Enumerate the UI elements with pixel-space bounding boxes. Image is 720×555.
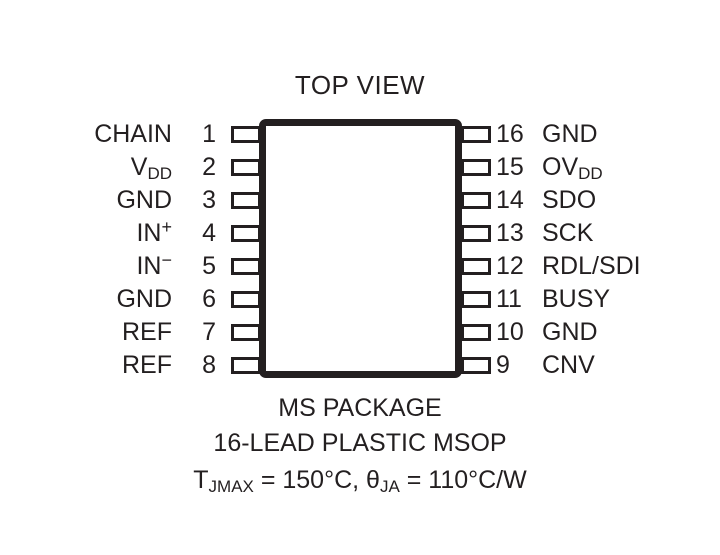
page-title: TOP VIEW (294, 70, 426, 100)
theta-ja-subscript: JA (379, 477, 400, 497)
pin-number: 14 (496, 186, 524, 214)
pin-row-13: 13 SCK (496, 219, 720, 249)
pin-label-subscript: DD (578, 164, 603, 184)
tjmax-value: = 150°C, (253, 466, 367, 494)
pin-stub-8 (231, 357, 261, 374)
pin-label-name: IN+ (136, 217, 172, 247)
pin-stub-4 (231, 225, 261, 242)
pin-label-name: BUSY (542, 285, 611, 313)
pin-number: 1 (202, 120, 216, 148)
pin-row-6: GND 6 (0, 285, 224, 315)
pin-number: 10 (496, 318, 524, 346)
pin-label-name: GND (542, 318, 598, 346)
pin-row-2: VDD 2 (0, 153, 224, 183)
pin-number: 6 (202, 285, 216, 313)
pin-label-name: GND (116, 285, 172, 313)
pin-row-9: 9 CNV (496, 351, 720, 381)
pin-row-16: 16 GND (496, 120, 720, 150)
pin-number: 4 (202, 219, 216, 247)
pin-stub-14 (461, 192, 491, 209)
pin-stub-10 (461, 324, 491, 341)
pin-row-14: 14 SDO (496, 186, 720, 216)
pin-label-name: RDL/SDI (542, 252, 641, 280)
pin-row-8: REF 8 (0, 351, 224, 381)
pin-number: 16 (496, 120, 524, 148)
pin-label-superscript: + (161, 217, 172, 238)
pin-row-5: IN− 5 (0, 250, 224, 282)
pin-stub-6 (231, 291, 261, 308)
package-body-outline (259, 119, 462, 378)
pin-stub-13 (461, 225, 491, 242)
pin-number: 12 (496, 252, 524, 280)
pin-row-1: CHAIN 1 (0, 120, 224, 150)
pin-label-name: SCK (542, 219, 594, 247)
pin-label-name: IN− (136, 250, 172, 280)
pin-number: 5 (202, 252, 216, 280)
pin-label-name: SDO (542, 186, 597, 214)
pin-label-name: CHAIN (94, 120, 172, 148)
pin-stub-16 (461, 126, 491, 143)
pin-label-name: REF (122, 351, 172, 379)
pin-stub-7 (231, 324, 261, 341)
pin-stub-1 (231, 126, 261, 143)
pin-number: 11 (496, 285, 522, 313)
pin-stub-3 (231, 192, 261, 209)
pin-number: 3 (202, 186, 216, 214)
pin-label-name: GND (542, 120, 598, 148)
pin-number: 13 (496, 219, 524, 247)
pin-stub-9 (461, 357, 491, 374)
pin-stub-2 (231, 159, 261, 176)
package-name-caption: MS PACKAGE (278, 394, 442, 422)
pin-row-3: GND 3 (0, 186, 224, 216)
pin-stub-11 (461, 291, 491, 308)
pin-row-12: 12 RDL/SDI (496, 252, 720, 282)
theta-ja-symbol: θ (366, 466, 380, 494)
pin-row-15: 15 OVDD (496, 153, 720, 183)
package-description-caption: 16-LEAD PLASTIC MSOP (213, 429, 507, 457)
pin-label-name: OVDD (542, 153, 603, 184)
pin-stub-12 (461, 258, 491, 275)
theta-ja-value: = 110°C/W (399, 466, 527, 494)
pin-number: 8 (202, 351, 216, 379)
pin-row-4: IN+ 4 (0, 217, 224, 249)
pin-label-name: VDD (130, 153, 172, 184)
pin-number: 15 (496, 153, 524, 181)
pin-number: 9 (496, 351, 510, 379)
pin-label-subscript: DD (147, 164, 172, 184)
pin-stub-5 (231, 258, 261, 275)
pin-label-name: REF (122, 318, 172, 346)
pin-label-superscript: − (161, 250, 172, 271)
pin-row-11: 11 BUSY (496, 285, 720, 315)
tjmax-subscript: JMAX (208, 477, 254, 497)
tjmax-symbol: T (193, 466, 209, 494)
thermal-spec-caption: TJMAX = 150°C, θJA = 110°C/W (0, 466, 720, 497)
pin-label-name: CNV (542, 351, 595, 379)
pin-row-10: 10 GND (496, 318, 720, 348)
pin-stub-15 (461, 159, 491, 176)
pin-number: 2 (202, 153, 216, 181)
pin-label-name: GND (116, 186, 172, 214)
pin-number: 7 (202, 318, 216, 346)
pin-row-7: REF 7 (0, 318, 224, 348)
